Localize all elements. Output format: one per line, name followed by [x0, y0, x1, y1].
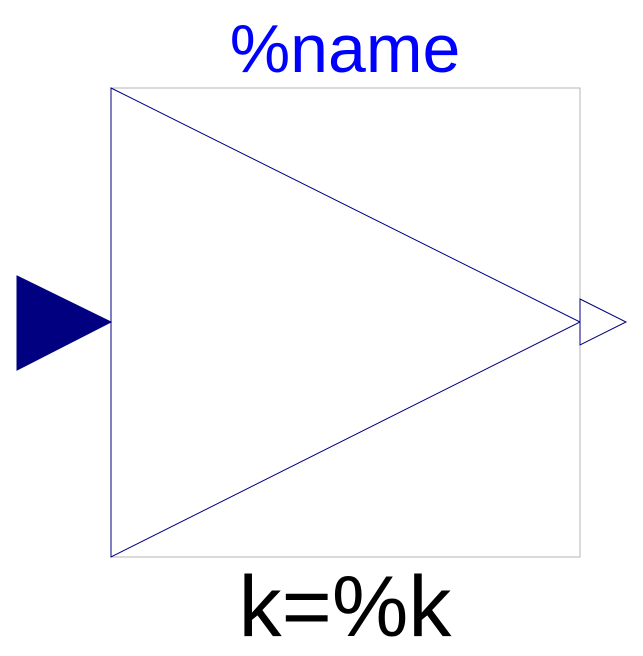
- gain-parameter-label: k=%k: [239, 559, 453, 655]
- block-border: [110, 87, 581, 558]
- input-port-icon[interactable]: [16, 275, 113, 371]
- block-name-label: %name: [230, 11, 461, 87]
- output-port-icon[interactable]: [579, 298, 628, 346]
- gain-triangle-icon: [110, 87, 582, 558]
